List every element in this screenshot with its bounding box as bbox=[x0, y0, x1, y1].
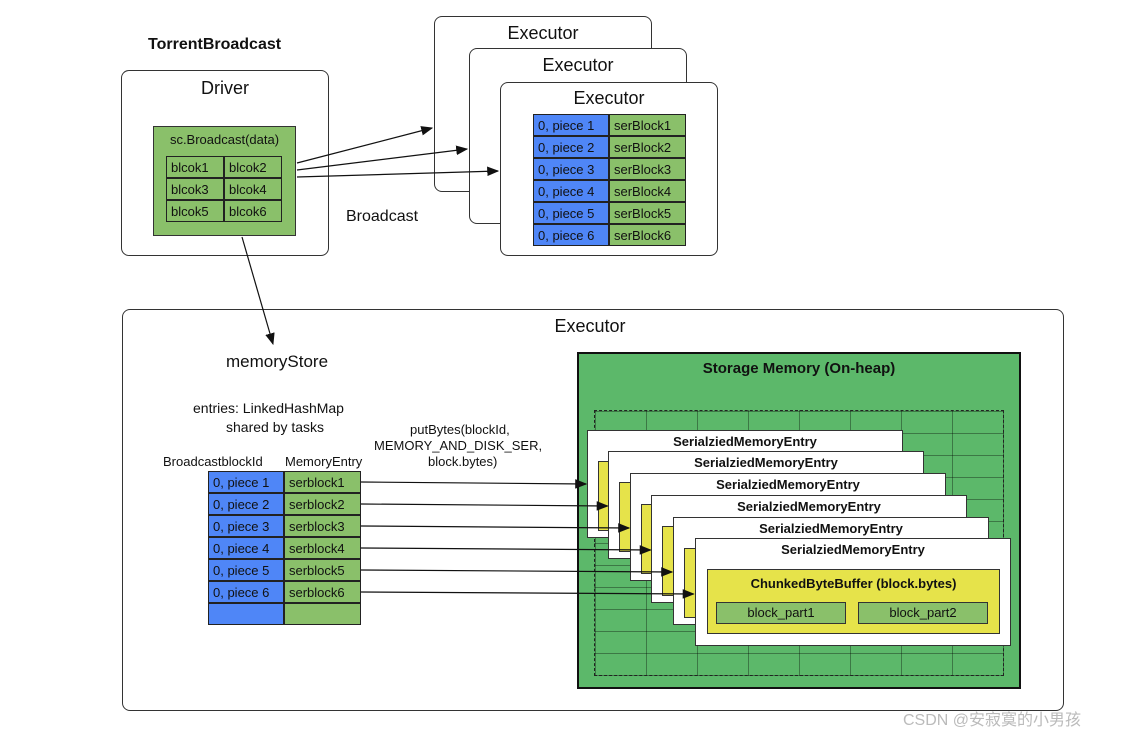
exec-serblock-cell: serBlock3 bbox=[609, 158, 686, 180]
driver-block: blcok2 bbox=[224, 156, 282, 178]
mem-value-cell: serblock1 bbox=[284, 471, 361, 493]
serialized-entry-title: SerialziedMemoryEntry bbox=[759, 521, 903, 536]
exec-serblock-cell: serBlock1 bbox=[609, 114, 686, 136]
exec-piece-cell: 0, piece 4 bbox=[533, 180, 609, 202]
driver-block: blcok1 bbox=[166, 156, 224, 178]
mem-key-cell: 0, piece 1 bbox=[208, 471, 284, 493]
mem-value-cell: serblock3 bbox=[284, 515, 361, 537]
exec-serblock-cell: serBlock4 bbox=[609, 180, 686, 202]
mem-value-cell: serblock4 bbox=[284, 537, 361, 559]
col-key-header: BroadcastblockId bbox=[163, 454, 263, 469]
driver-block: blcok5 bbox=[166, 200, 224, 222]
putbytes-line3: block.bytes) bbox=[428, 454, 498, 469]
storage-memory-title: Storage Memory (On-heap) bbox=[702, 360, 896, 377]
mem-key-cell: 0, piece 3 bbox=[208, 515, 284, 537]
mem-key-cell: 0, piece 6 bbox=[208, 581, 284, 603]
entries-label: entries: LinkedHashMap bbox=[193, 400, 344, 416]
exec-piece-cell: 0, piece 3 bbox=[533, 158, 609, 180]
serialized-entry-title: SerialziedMemoryEntry bbox=[716, 477, 860, 492]
mem-value-empty bbox=[284, 603, 361, 625]
exec-serblock-cell: serBlock5 bbox=[609, 202, 686, 224]
serialized-entry-title: SerialziedMemoryEntry bbox=[781, 542, 925, 557]
exec-piece-cell: 0, piece 5 bbox=[533, 202, 609, 224]
driver-block: blcok3 bbox=[166, 178, 224, 200]
mem-key-cell: 0, piece 4 bbox=[208, 537, 284, 559]
mem-value-cell: serblock5 bbox=[284, 559, 361, 581]
broadcast-call-label: sc.Broadcast(data) bbox=[169, 132, 280, 147]
block-part1-box bbox=[716, 602, 846, 624]
serialized-entry-title: SerialziedMemoryEntry bbox=[694, 455, 838, 470]
entries-shared-label: shared by tasks bbox=[226, 419, 325, 435]
exec-serblock-cell: serBlock6 bbox=[609, 224, 686, 246]
executor-front-label: Executor bbox=[573, 88, 645, 108]
mem-key-cell: 0, piece 5 bbox=[208, 559, 284, 581]
mem-key-cell: 0, piece 2 bbox=[208, 493, 284, 515]
block-part2-label: block_part2 bbox=[889, 605, 957, 620]
watermark: CSDN @安寂寞的小男孩 bbox=[903, 712, 1082, 729]
broadcast-label: Broadcast bbox=[346, 208, 419, 225]
diagram-title: TorrentBroadcast bbox=[148, 36, 282, 53]
driver-block: blcok6 bbox=[224, 200, 282, 222]
executor-middle-label: Executor bbox=[542, 55, 614, 75]
block-part1-label: block_part1 bbox=[747, 605, 815, 620]
driver-label: Driver bbox=[201, 78, 249, 98]
serialized-entry-title: SerialziedMemoryEntry bbox=[737, 499, 881, 514]
executor-back-label: Executor bbox=[507, 23, 579, 43]
putbytes-line2: MEMORY_AND_DISK_SER, bbox=[374, 438, 543, 453]
exec-serblock-cell: serBlock2 bbox=[609, 136, 686, 158]
putbytes-line1: putBytes(blockId, bbox=[410, 422, 510, 437]
bottom-executor-label: Executor bbox=[554, 316, 626, 336]
mem-value-cell: serblock2 bbox=[284, 493, 361, 515]
memory-store-label: memoryStore bbox=[226, 352, 329, 371]
exec-piece-cell: 0, piece 6 bbox=[533, 224, 609, 246]
block-part2-box bbox=[858, 602, 988, 624]
exec-piece-cell: 0, piece 2 bbox=[533, 136, 609, 158]
mem-value-cell: serblock6 bbox=[284, 581, 361, 603]
col-value-header: MemoryEntry bbox=[285, 454, 363, 469]
serialized-entry-title: SerialziedMemoryEntry bbox=[673, 434, 817, 449]
exec-piece-cell: 0, piece 1 bbox=[533, 114, 609, 136]
driver-block: blcok4 bbox=[224, 178, 282, 200]
chunked-label: ChunkedByteBuffer (block.bytes) bbox=[750, 576, 957, 591]
mem-key-empty bbox=[208, 603, 284, 625]
